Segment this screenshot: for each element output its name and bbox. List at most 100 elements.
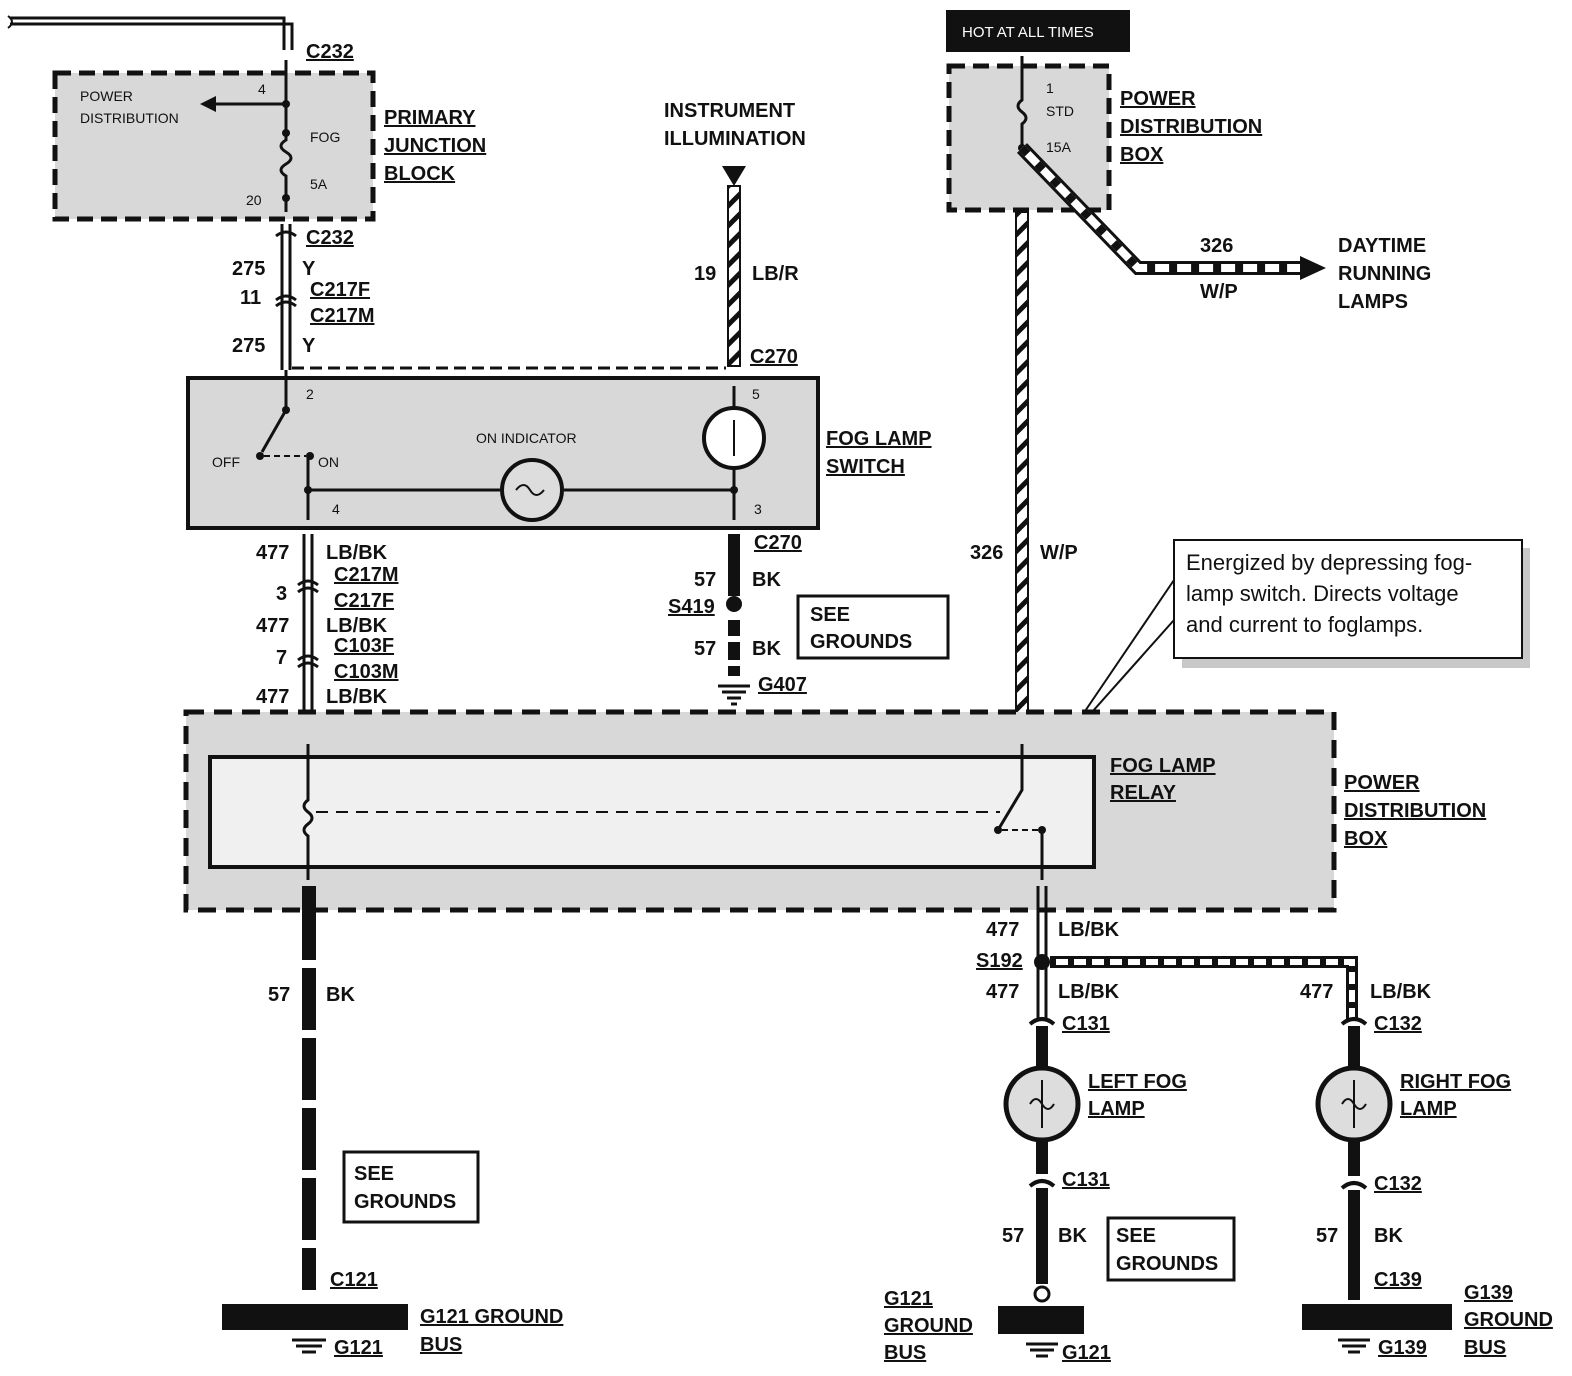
pin-3: 3 [276, 583, 287, 605]
fuse-name: FOG [310, 129, 340, 145]
relay-coil-icon [302, 744, 314, 880]
ground-icon-g121 [292, 1338, 326, 1354]
left-lamp-conn-bottom: C131 [1062, 1169, 1110, 1191]
svg-text:SEE: SEE [1116, 1225, 1156, 1247]
instrument-label-1: INSTRUMENT [664, 100, 795, 122]
on-indicator-label: ON INDICATOR [476, 430, 577, 446]
see-grounds-box-3: SEE GROUNDS [1106, 1216, 1236, 1282]
drl-circuit: 326 [1200, 235, 1233, 257]
fog-lamp-relay [208, 744, 1096, 880]
color-y-b: Y [302, 335, 316, 357]
left-lamp-color: BK [1058, 1225, 1087, 1247]
pdb-top-title-2: DISTRIBUTION [1120, 116, 1262, 138]
g121-bus-bar [222, 1304, 408, 1330]
color-lbbk-right: LB/BK [1370, 981, 1432, 1003]
left-lamp-ground: G121 [1062, 1342, 1111, 1364]
pin-11: 11 [240, 287, 261, 309]
conn-c121: C121 [330, 1269, 378, 1291]
conn-c217f-b: C217F [334, 590, 394, 612]
hot-banner-text: HOT AT ALL TIMES [962, 24, 1094, 41]
left-lamp-conn-top: C131 [1062, 1013, 1110, 1035]
right-bus-label-3: BUS [1464, 1337, 1506, 1359]
conn-c232-top: C232 [306, 41, 354, 63]
splice-s419 [726, 596, 742, 612]
svg-text:SEE: SEE [810, 604, 850, 626]
see-grounds-box-1: SEE GROUNDS [796, 594, 950, 660]
svg-text:SEE: SEE [354, 1163, 394, 1185]
right-lamp-title-1: RIGHT FOG [1400, 1071, 1511, 1093]
on-indicator-lamp-icon [500, 458, 564, 522]
right-lamp-conn-top: C132 [1374, 1013, 1422, 1035]
drl-label-2: RUNNING [1338, 263, 1431, 285]
splice-s192-label: S192 [976, 950, 1023, 972]
right-fog-lamp [1302, 1017, 1452, 1354]
conn-c103f: C103F [334, 635, 394, 657]
inner-label-1: POWER [80, 88, 133, 104]
right-lamp-conn-bottom: C132 [1374, 1173, 1422, 1195]
fuse-rating: 5A [310, 176, 328, 192]
pdb-bottom-title-3: BOX [1344, 828, 1388, 850]
top-feed-wire [7, 15, 294, 50]
switch-pin-4: 4 [332, 501, 340, 517]
pjb-title-2: JUNCTION [384, 135, 486, 157]
pin-top: 4 [258, 81, 266, 97]
right-bus-label-2: GROUND [1464, 1309, 1553, 1331]
left-bus-label-3: BUS [884, 1342, 926, 1364]
callout-line-3: and current to foglamps. [1186, 612, 1423, 637]
callout-line-1: Energized by depressing fog- [1186, 550, 1472, 575]
wire-bk-sw-a [728, 534, 740, 596]
left-mid-wire [297, 534, 319, 740]
circuit-477-b: 477 [256, 615, 289, 637]
relay-title-2: RELAY [1110, 782, 1177, 804]
ground-icon [718, 684, 750, 706]
color-wp: W/P [1040, 542, 1078, 564]
left-fog-lamp [998, 1017, 1084, 1358]
circuit-477-c: 477 [256, 686, 289, 708]
drl-label-1: DAYTIME [1338, 235, 1426, 257]
relay-title-1: FOG LAMP [1110, 755, 1216, 777]
right-lamp-title-2: LAMP [1400, 1098, 1457, 1120]
color-y-a: Y [302, 258, 316, 280]
conn-c232-bottom: C232 [306, 227, 354, 249]
pdb-bottom-title-2: DISTRIBUTION [1344, 800, 1486, 822]
color-bk-sw2: BK [752, 638, 781, 660]
color-lbr: LB/R [752, 263, 799, 285]
circuit-477-left: 477 [986, 981, 1019, 1003]
fuse-icon [279, 60, 293, 212]
right-lamp-color: BK [1374, 1225, 1403, 1247]
arrow-down-icon [722, 166, 746, 186]
circuit-57-sw: 57 [694, 569, 716, 591]
pdb-top-box [946, 56, 1112, 213]
drl-color: W/P [1200, 281, 1238, 303]
switch-pin-3: 3 [754, 501, 762, 517]
switch-on: ON [318, 454, 339, 470]
pdb-fuse-15a: 15A [1046, 139, 1072, 155]
switch-pin-5: 5 [752, 386, 760, 402]
svg-text:GROUNDS: GROUNDS [354, 1191, 456, 1213]
color-bk-sw: BK [752, 569, 781, 591]
arrow-right-icon [1300, 256, 1326, 280]
switch-title-1: FOG LAMP [826, 428, 932, 450]
color-lbbk-c: LB/BK [326, 686, 388, 708]
left-bus-label-2: GROUND [884, 1315, 973, 1337]
pin-7: 7 [276, 647, 287, 669]
color-lbbk-b: LB/BK [326, 615, 388, 637]
g121-bus-label-1: G121 GROUND [420, 1306, 563, 1328]
circuit-19: 19 [694, 263, 716, 285]
circuit-57-left: 57 [268, 984, 290, 1006]
circuit-326: 326 [970, 542, 1003, 564]
color-lbbk-a: LB/BK [326, 542, 388, 564]
conn-c217f: C217F [310, 279, 370, 301]
svg-text:GROUNDS: GROUNDS [810, 631, 912, 653]
conn-c103m: C103M [334, 661, 398, 683]
hot-banner [946, 10, 1130, 52]
left-bus-label-1: G121 [884, 1288, 933, 1310]
drl-label-3: LAMPS [1338, 291, 1408, 313]
conn-c217m-b: C217M [334, 564, 398, 586]
splice-s419-label: S419 [668, 596, 715, 618]
right-lamp-ground: G139 [1378, 1337, 1427, 1359]
circuit-477-relay: 477 [986, 919, 1019, 941]
circuit-275a: 275 [232, 258, 265, 280]
svg-text:GROUNDS: GROUNDS [1116, 1253, 1218, 1275]
see-grounds-box-2: SEE GROUNDS [342, 1150, 480, 1224]
